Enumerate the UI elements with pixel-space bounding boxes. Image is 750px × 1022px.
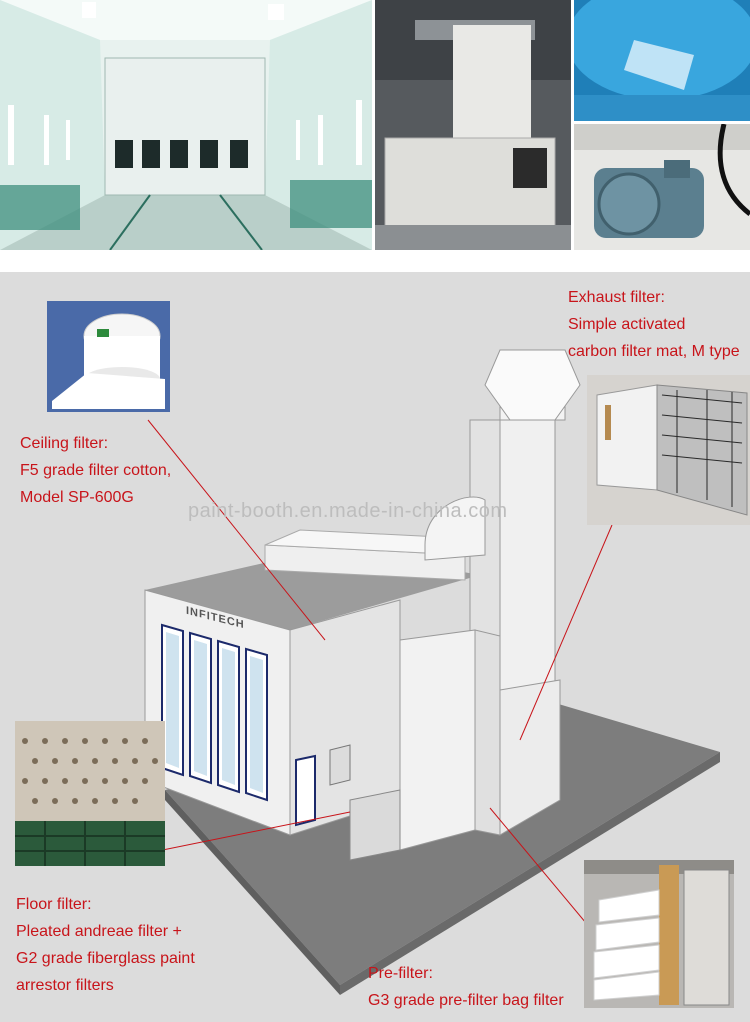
pre-filter-title: Pre-filter: bbox=[368, 965, 433, 982]
floor-filter-photo bbox=[15, 721, 165, 866]
pre-filter-label: Pre-filter: G3 grade pre-filter bag filt… bbox=[368, 960, 564, 1014]
exhaust-filter-line: Simple activated bbox=[568, 316, 686, 333]
pre-filter-photo bbox=[584, 860, 734, 1008]
exhaust-filter-title: Exhaust filter: bbox=[568, 289, 665, 306]
exhaust-filter-label: Exhaust filter: Simple activated carbon … bbox=[568, 284, 740, 365]
booth-interior-photo bbox=[0, 0, 372, 250]
motor-photo bbox=[574, 124, 750, 250]
floor-filter-line: arrestor filters bbox=[16, 977, 114, 994]
ceiling-filter-title: Ceiling filter: bbox=[20, 435, 109, 452]
floor-filter-title: Floor filter: bbox=[16, 896, 92, 913]
fan-photo bbox=[574, 0, 750, 121]
exhaust-filter-line: carbon filter mat, M type bbox=[568, 343, 740, 360]
booth-exterior-photo bbox=[375, 0, 571, 250]
ceiling-filter-label: Ceiling filter: F5 grade filter cotton, … bbox=[20, 430, 171, 511]
exhaust-filter-photo bbox=[587, 375, 750, 525]
ceiling-filter-line: Model SP-600G bbox=[20, 489, 134, 506]
watermark: paint-booth.en.made-in-china.com bbox=[188, 500, 508, 522]
floor-filter-line: Pleated andreae filter + bbox=[16, 923, 182, 940]
ceiling-filter-photo bbox=[47, 301, 170, 412]
floor-filter-line: G2 grade fiberglass paint bbox=[16, 950, 195, 967]
floor-filter-label: Floor filter: Pleated andreae filter + G… bbox=[16, 891, 195, 999]
pre-filter-line: G3 grade pre-filter bag filter bbox=[368, 992, 564, 1009]
ceiling-filter-line: F5 grade filter cotton, bbox=[20, 462, 172, 479]
